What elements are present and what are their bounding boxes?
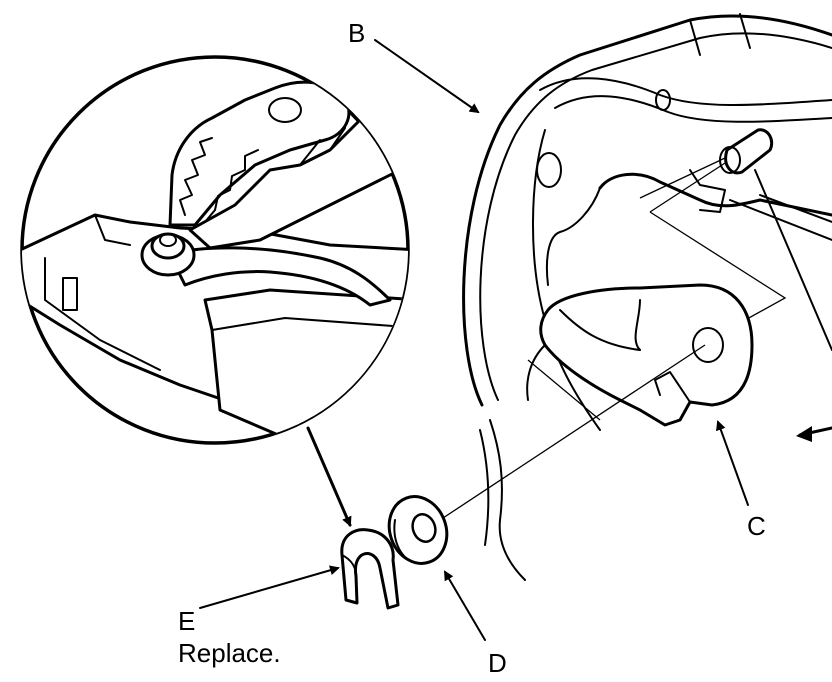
- leader-b: [374, 39, 480, 114]
- shoe-pin: [639, 128, 774, 199]
- leader-d: [443, 570, 486, 641]
- leader-zoom: [306, 426, 352, 527]
- backing-plate: [462, 13, 832, 581]
- leader-pin: [754, 169, 832, 351]
- label-e-note: Replace.: [178, 638, 281, 668]
- leader-c: [716, 420, 749, 506]
- label-b: B: [348, 18, 365, 48]
- edge-arrow-head: [796, 426, 812, 442]
- leader-pin-2: [759, 194, 832, 223]
- label-e: E: [178, 606, 195, 636]
- clip: [340, 528, 400, 610]
- parking-brake-lever: [439, 283, 754, 521]
- label-c: C: [747, 511, 766, 541]
- zoom-detail: [20, 55, 410, 445]
- washer: [387, 495, 449, 565]
- leader-e: [199, 565, 340, 609]
- label-d: D: [488, 648, 507, 678]
- brake-shoe: [545, 149, 832, 346]
